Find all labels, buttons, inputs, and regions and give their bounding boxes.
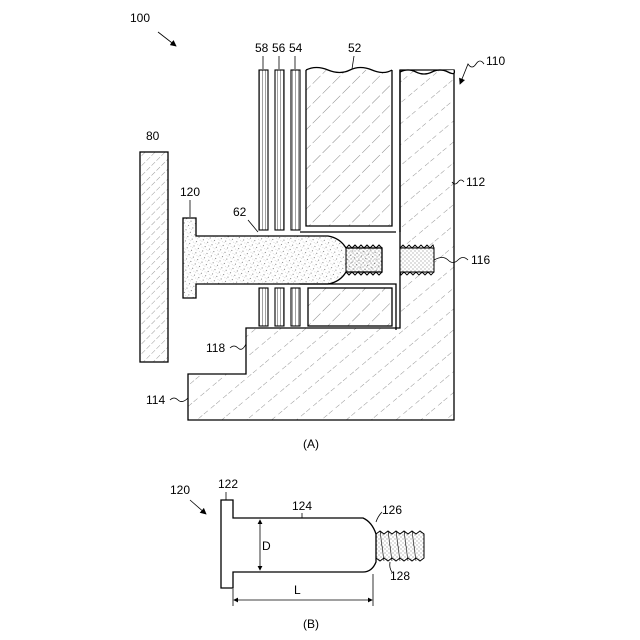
leader-62 bbox=[248, 220, 258, 232]
label-100: 100 bbox=[130, 11, 150, 25]
hole-thread-116 bbox=[400, 245, 434, 275]
label-124: 124 bbox=[292, 499, 312, 513]
arrow-120-b bbox=[190, 500, 206, 514]
label-112: 112 bbox=[466, 175, 485, 189]
layer-58-lower bbox=[259, 288, 268, 326]
leader-52 bbox=[352, 56, 354, 69]
arrow-110 bbox=[460, 61, 484, 84]
fastener-outline-b bbox=[221, 500, 376, 588]
label-54: 54 bbox=[289, 41, 303, 55]
caption-b: (B) bbox=[303, 617, 319, 631]
label-110: 110 bbox=[486, 54, 505, 68]
leader-118 bbox=[230, 344, 246, 349]
label-d: D bbox=[262, 539, 271, 553]
layer-54-lower bbox=[291, 288, 300, 326]
figure-a: 100 110 bbox=[130, 11, 505, 451]
label-120-b: 120 bbox=[170, 483, 190, 497]
plate-80 bbox=[140, 152, 168, 362]
caption-a: (A) bbox=[303, 437, 319, 451]
layer-56-upper bbox=[275, 70, 284, 230]
leader-126 bbox=[376, 512, 382, 522]
label-128: 128 bbox=[390, 569, 410, 583]
label-122: 122 bbox=[218, 477, 238, 491]
block-52-upper bbox=[306, 70, 392, 226]
leader-114 bbox=[170, 398, 188, 402]
label-56: 56 bbox=[272, 41, 286, 55]
fastener-thread-assembled bbox=[346, 245, 382, 275]
label-120-a: 120 bbox=[180, 185, 200, 199]
label-114: 114 bbox=[146, 393, 165, 407]
label-118: 118 bbox=[206, 341, 225, 355]
label-l: L bbox=[294, 583, 301, 597]
layer-54-upper bbox=[291, 70, 300, 230]
block-52-lower bbox=[308, 288, 392, 326]
label-116: 116 bbox=[471, 253, 490, 267]
label-80: 80 bbox=[146, 129, 160, 143]
label-126: 126 bbox=[382, 503, 402, 517]
arrow-100 bbox=[158, 32, 176, 46]
label-52: 52 bbox=[348, 41, 362, 55]
figure-b: 120 D L 122 124 126 128 (B) bbox=[170, 477, 424, 631]
label-58: 58 bbox=[255, 41, 269, 55]
layer-56-lower bbox=[275, 288, 284, 326]
layer-58-upper bbox=[259, 70, 268, 230]
label-62: 62 bbox=[233, 205, 247, 219]
